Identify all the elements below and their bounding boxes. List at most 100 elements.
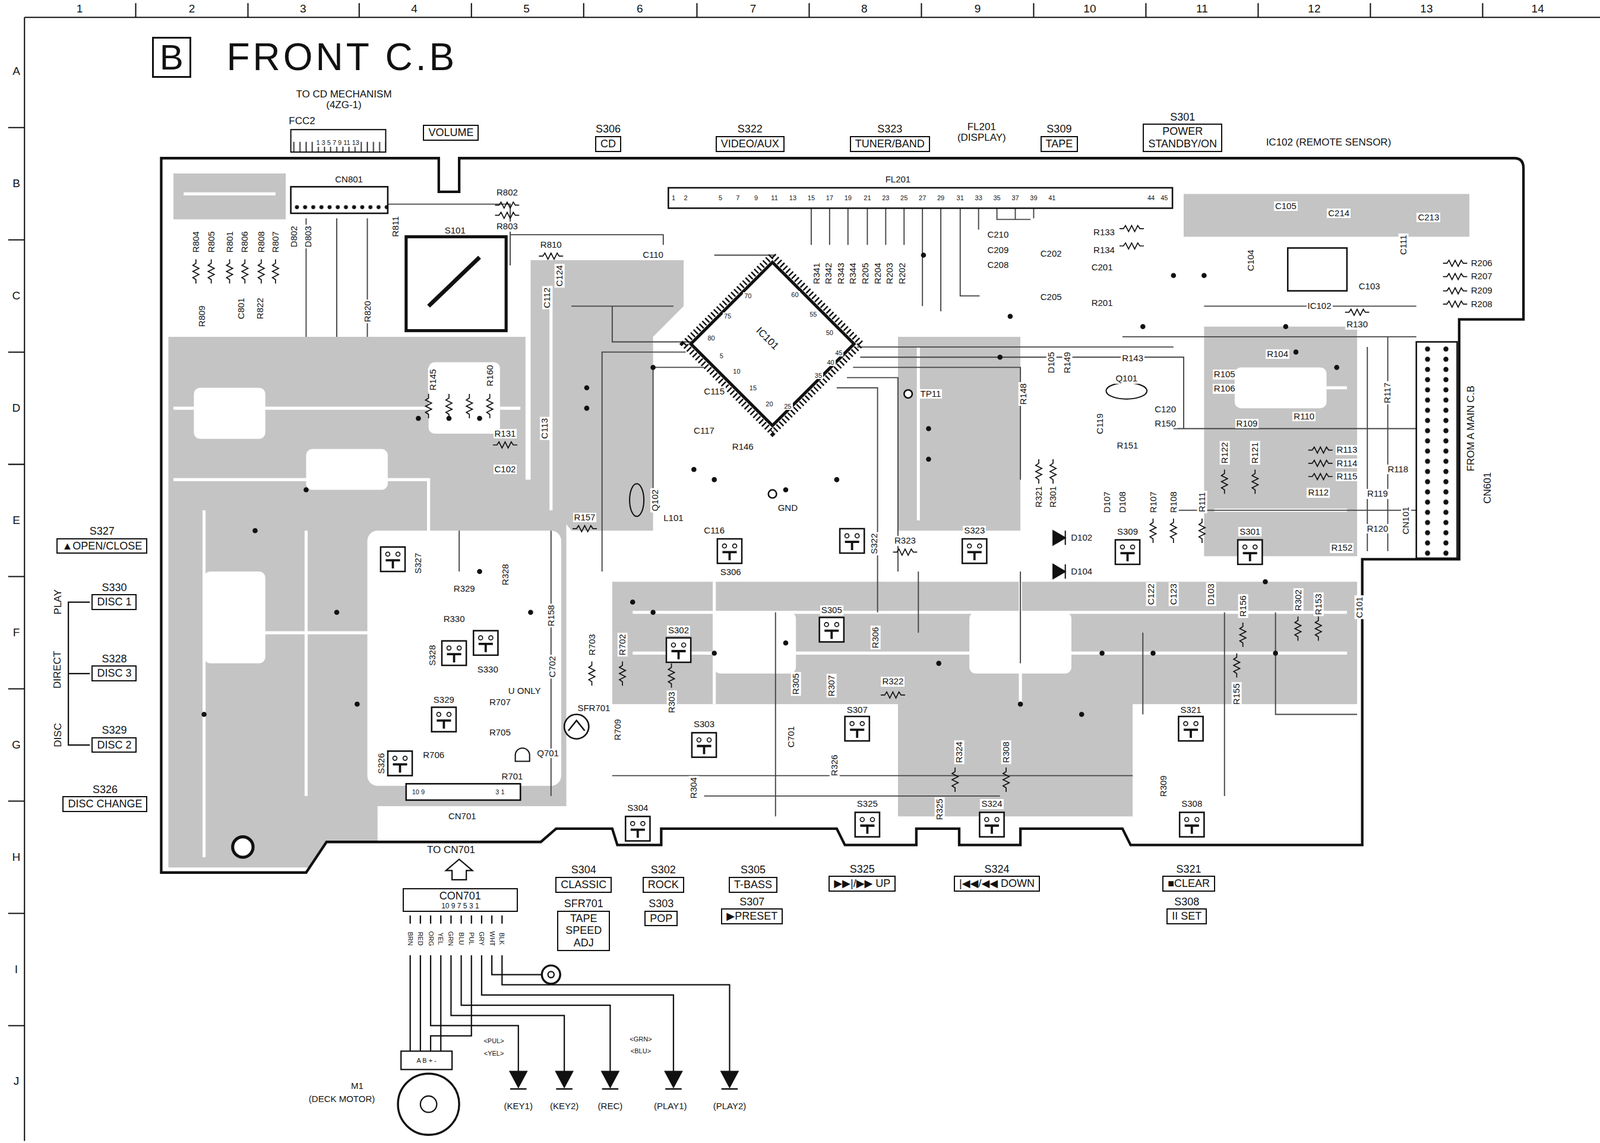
part-label: R707: [488, 697, 512, 708]
switch-ref: S308: [1172, 895, 1201, 909]
part-label: R804: [191, 229, 202, 254]
button-label: TAPE: [1045, 137, 1074, 151]
switch-ref: S329: [100, 723, 128, 737]
part-label: R204: [872, 261, 883, 286]
button-label: CON701: [408, 889, 513, 903]
part-label: R706: [421, 750, 446, 761]
part-label: C105: [1273, 201, 1298, 212]
pin-number: 35: [813, 371, 824, 379]
part-label: R305: [791, 671, 802, 696]
part-label: S327: [413, 551, 424, 575]
switch-ref: S304: [570, 863, 598, 877]
part-label: R705: [488, 727, 512, 738]
pin-number: BRN: [406, 930, 414, 947]
part-label: D802: [289, 225, 300, 249]
part-label: D102: [1069, 532, 1094, 543]
part-label: R205: [860, 261, 871, 286]
part-label: R702: [617, 633, 628, 657]
part-label: C122: [1146, 582, 1157, 606]
button-legend-box: S302ROCK: [642, 876, 685, 893]
part-label: R342: [823, 261, 834, 286]
part-label: S326: [376, 751, 387, 775]
switch-ref: SFR701: [563, 897, 605, 910]
part-label: R328: [500, 562, 511, 587]
part-label: R202: [897, 261, 908, 286]
part-label: R105: [1212, 369, 1237, 380]
part-label: R808: [256, 229, 267, 254]
button-label: B: [159, 38, 184, 77]
part-label: R114: [1335, 458, 1359, 469]
switch-ref: S326: [91, 783, 119, 796]
part-label: C213: [1416, 212, 1441, 223]
grid-ref: 1: [75, 2, 85, 16]
part-label: R822: [255, 296, 266, 321]
part-label: R820: [362, 299, 373, 324]
part-label: C112: [542, 286, 553, 310]
part-label: (DECK MOTOR): [307, 1093, 376, 1105]
button-legend-box: S328DISC 3: [91, 665, 137, 682]
part-label: D803: [303, 225, 314, 249]
part-label: R113: [1335, 444, 1359, 455]
part-label: R122: [1219, 441, 1230, 466]
part-label: CN701: [447, 811, 478, 822]
part-label: FL201: [884, 174, 913, 185]
part-label: C702: [546, 654, 558, 679]
part-label: R811: [390, 214, 401, 239]
part-label: D107: [1102, 489, 1113, 514]
switch-ref: S322: [736, 122, 764, 136]
part-label: R149: [1062, 350, 1073, 375]
part-label: R301: [1048, 485, 1059, 509]
button-legend-box: S329DISC 2: [91, 737, 137, 754]
pin-number: 21: [862, 194, 872, 202]
part-label: S330: [476, 664, 500, 675]
part-label: R803: [495, 221, 520, 232]
part-label: (PLAY2): [712, 1101, 748, 1112]
part-label: R118: [1386, 464, 1410, 475]
part-label: D108: [1117, 489, 1128, 514]
pin-number: A B + -: [415, 1056, 438, 1064]
part-label: R321: [1034, 485, 1045, 509]
button-label: VOLUME: [428, 126, 474, 139]
switch-ref: S301: [1168, 111, 1197, 124]
part-label: R111: [1197, 490, 1208, 514]
button-label: |◀◀/◀◀ DOWN: [959, 877, 1035, 890]
pin-number: BLK: [498, 931, 506, 947]
part-label: R703: [586, 633, 597, 657]
button-label: DISC CHANGE: [67, 797, 142, 811]
note-text: FROM A MAIN C.B: [1465, 384, 1478, 473]
button-legend-box: S323TUNER/BAND: [849, 136, 931, 153]
pin-number: WHT: [488, 930, 496, 948]
note-text: FL201 (DISPLAY): [949, 121, 1014, 144]
part-label: Q101: [1114, 373, 1139, 384]
part-label: R156: [1237, 593, 1248, 618]
grid-ref: 7: [748, 2, 758, 16]
part-label: TP11: [919, 389, 943, 400]
pin-number: 35: [991, 194, 1002, 202]
grid-ref: E: [11, 514, 22, 527]
switch-ref: S303: [647, 897, 675, 910]
part-label: R108: [1168, 489, 1179, 514]
button-legend-box: S304CLASSIC: [555, 876, 612, 893]
pin-number: 7: [734, 194, 741, 202]
part-label: R157: [573, 512, 597, 523]
part-label: R341: [811, 261, 822, 286]
button-legend-box: S309TAPE: [1040, 136, 1079, 153]
part-label: C202: [1039, 248, 1064, 259]
part-label: C201: [1090, 262, 1115, 273]
part-label: R121: [1250, 441, 1261, 466]
part-label: R801: [224, 229, 235, 254]
button-label: ■CLEAR: [1167, 877, 1210, 890]
part-label: C115: [702, 386, 726, 397]
pin-number: 50: [824, 329, 835, 337]
pin-number: 45: [833, 349, 844, 357]
part-label: C111: [1398, 233, 1409, 256]
switch-ref: S309: [1045, 122, 1073, 136]
part-label: R201: [1090, 298, 1115, 309]
part-label: R304: [688, 775, 700, 800]
part-label: R805: [206, 229, 217, 254]
button-legend-box: S301POWERSTANDBY/ON: [1142, 123, 1223, 152]
part-label: S101: [443, 225, 467, 236]
part-label: C104: [1246, 248, 1257, 273]
part-label: R806: [239, 229, 251, 254]
part-label: D104: [1069, 566, 1094, 577]
